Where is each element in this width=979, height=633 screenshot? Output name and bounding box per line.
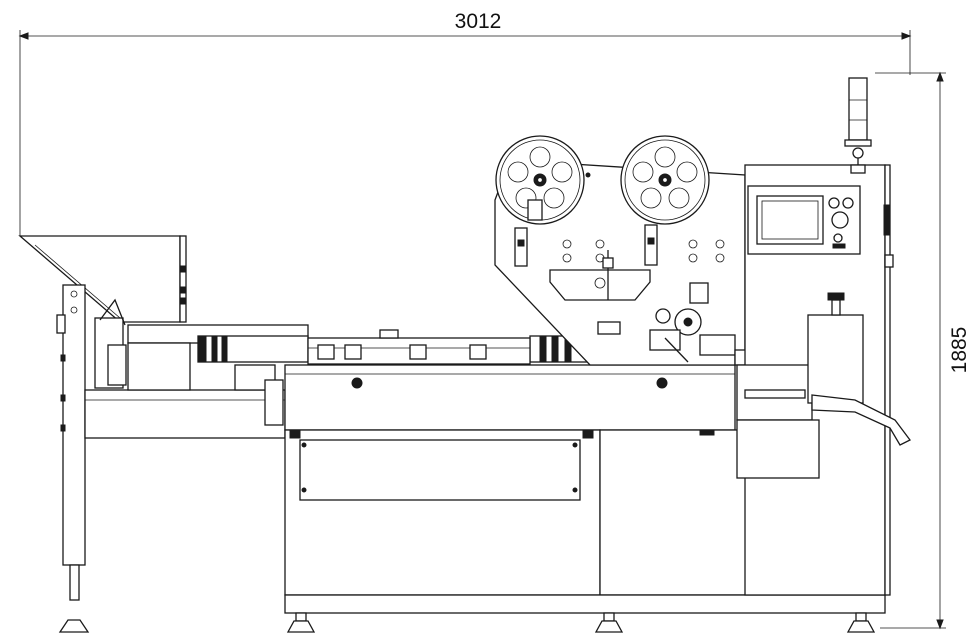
feed-rollers [197,329,591,365]
infeed-column [56,284,90,633]
film-reel-left [495,135,585,267]
width-dimension: 3012 [18,10,912,236]
height-dimension-label: 1885 [948,327,971,374]
infeed-hopper [18,235,187,323]
machine-feet [286,612,876,633]
width-dimension-label: 3012 [455,10,502,33]
infeed-conveyor [84,298,309,439]
signal-tower [844,77,872,165]
hmi-control-panel [747,185,861,255]
height-dimension: 1885 [875,71,971,630]
outfeed-unit [736,292,911,479]
film-reel-right [620,135,710,266]
